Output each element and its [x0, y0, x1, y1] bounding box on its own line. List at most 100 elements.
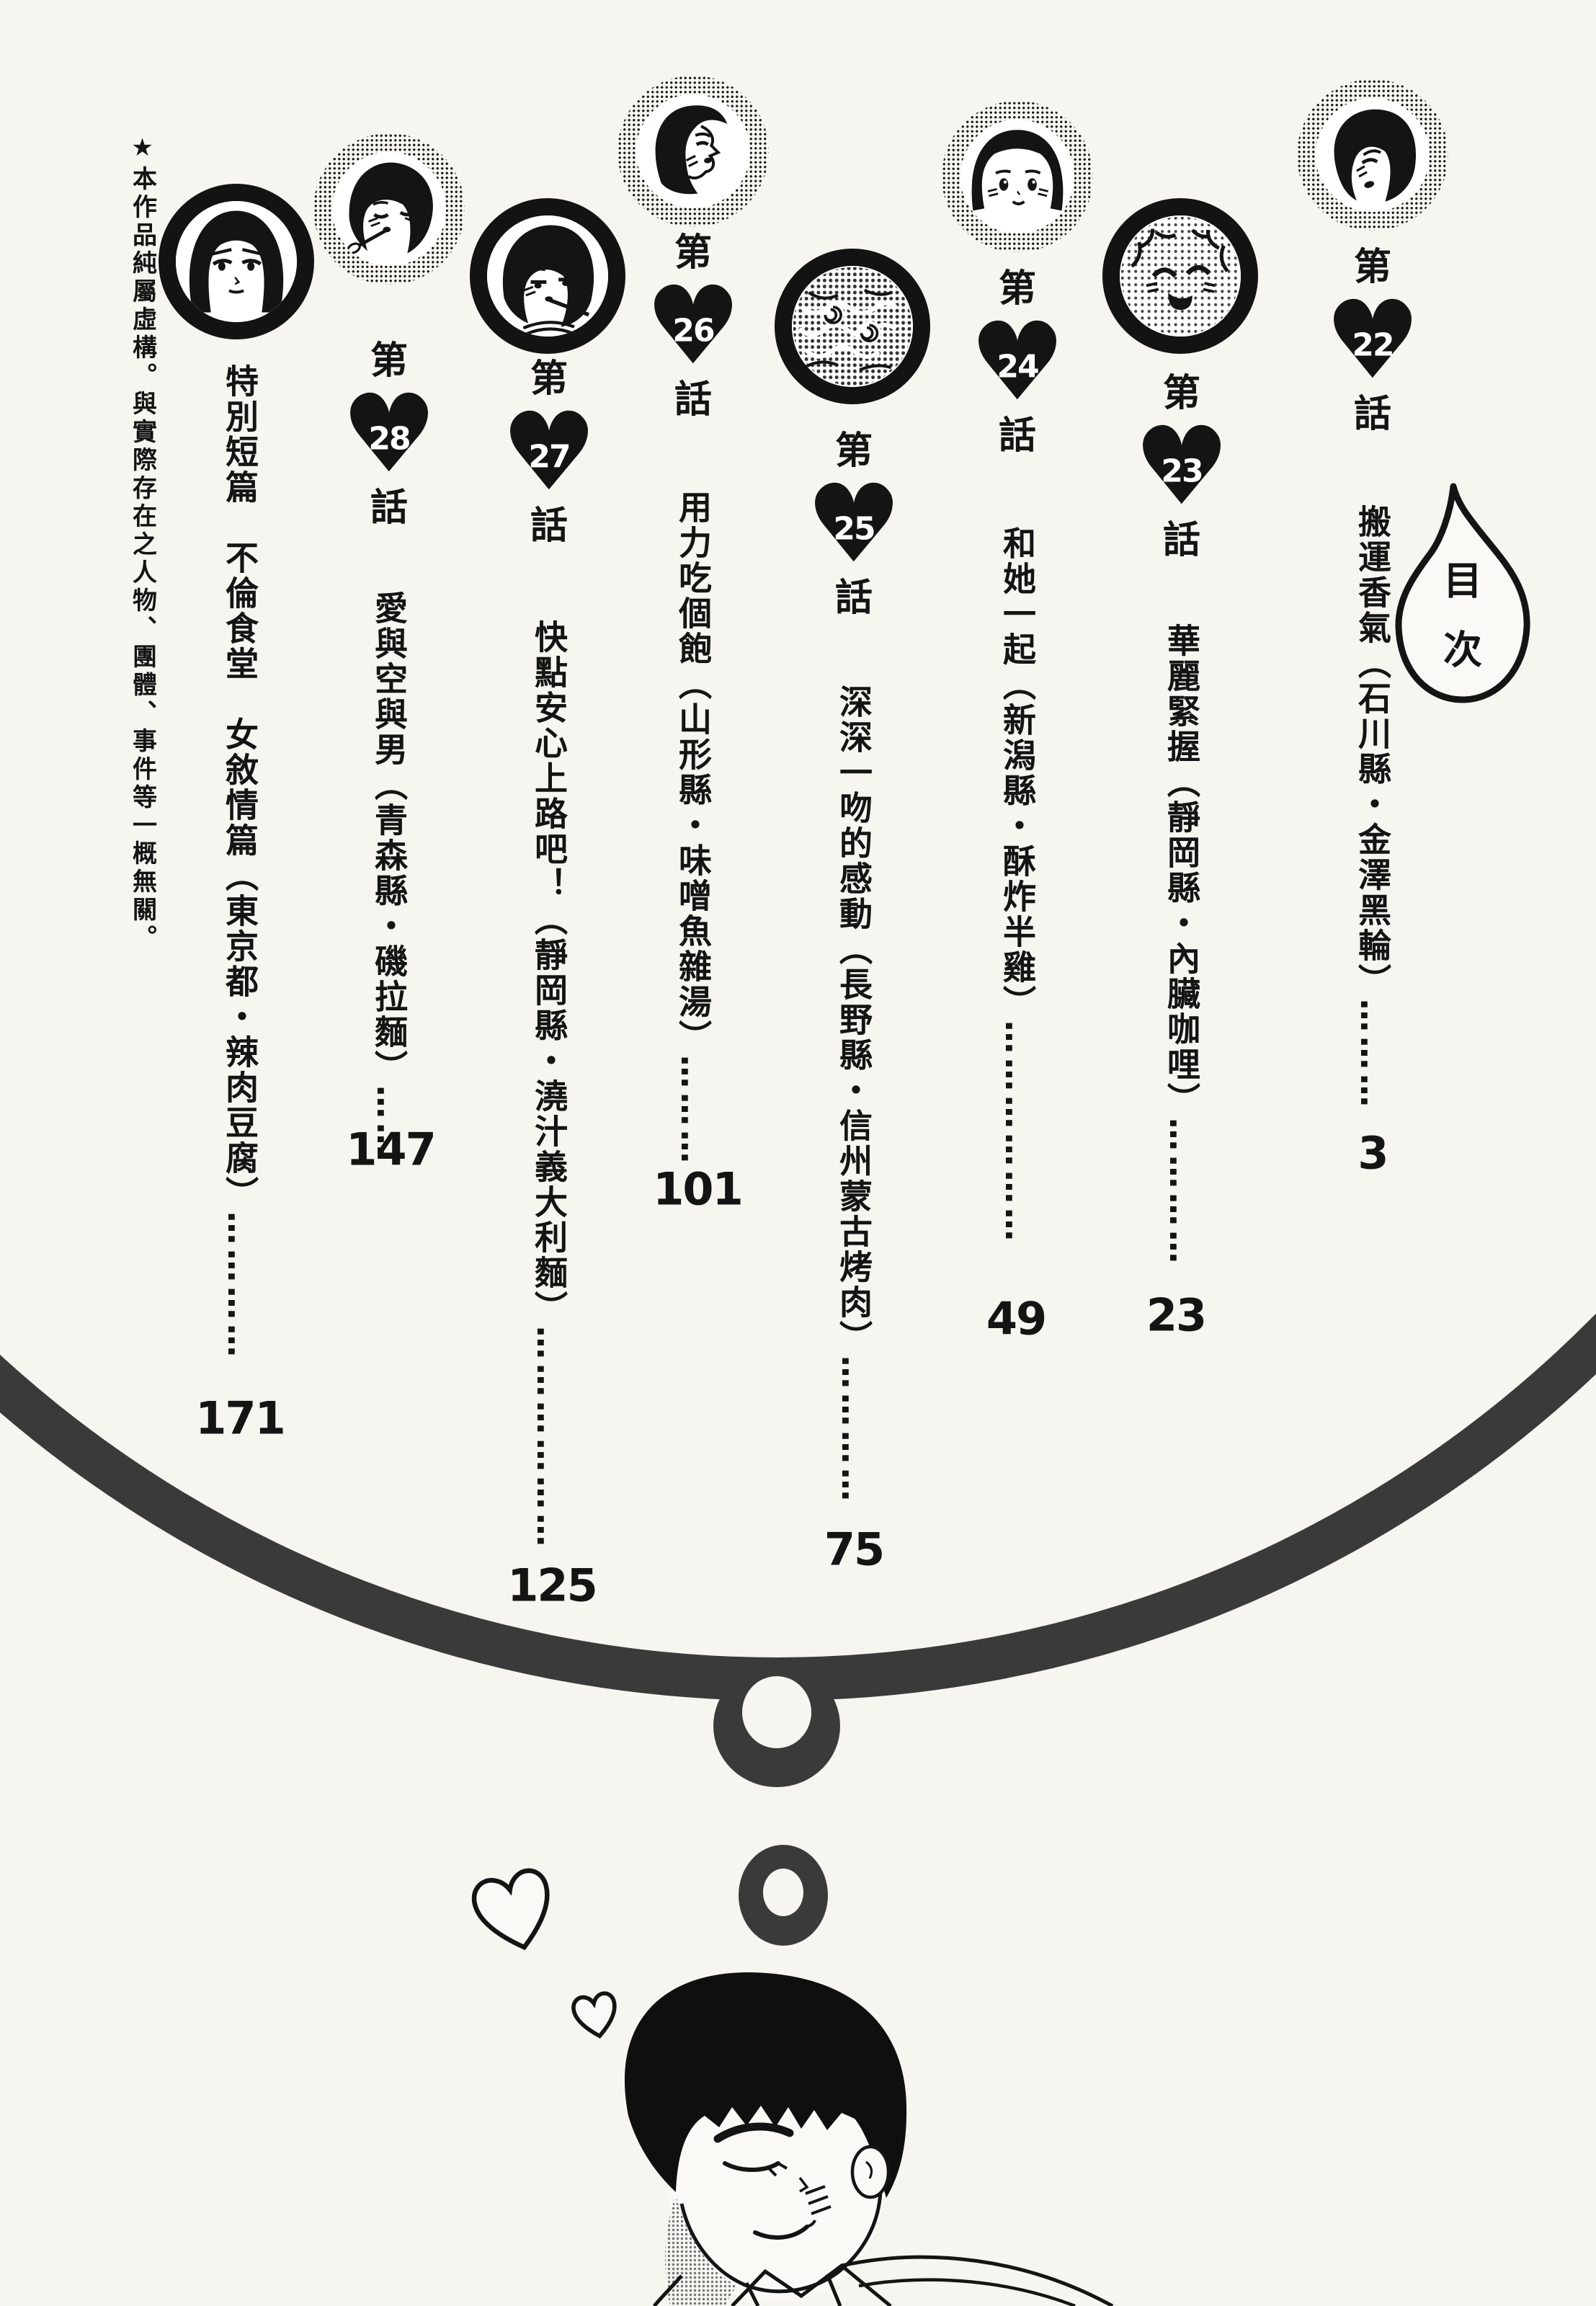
chapter-27-title: 快點安心上路吧！（靜岡縣・澆汁義大利麵）……………… [525, 620, 573, 1551]
heart-doodle-large-icon [471, 1868, 550, 1951]
chapter-22-heart-badge: ♥22 [1324, 287, 1421, 395]
chapter-number: 22 [1352, 326, 1394, 364]
chapter-28-portrait-icon [313, 133, 465, 285]
chapter-26-title: 用力吃個飽（山形縣・味噌魚雜湯）……… [669, 490, 717, 1167]
food-dish-swirl-icon [792, 266, 913, 387]
heart-icon: ♥ [340, 372, 438, 497]
chapter-number: 25 [833, 510, 875, 548]
leader-dots: …… [370, 1085, 409, 1160]
laughing-face-screentone-icon [1120, 215, 1241, 337]
chapter-25-heart-badge: ♥25 [806, 471, 902, 579]
chapter-25-label: 第 ♥25 話 [806, 429, 902, 620]
chapter-27-heart-badge: ♥27 [501, 399, 597, 507]
leader-dots: ………… [220, 1211, 259, 1361]
chapter-24-heart-badge: ♥24 [969, 308, 1066, 417]
title-text: 快點安心上路吧！（靜岡縣・澆汁義大利麵） [530, 620, 569, 1326]
chapter-number: 27 [528, 438, 571, 476]
chapter-suffix: 話 [1353, 393, 1391, 436]
chapter-25-title: 深深一吻的感動（長野縣・信州蒙古烤肉）………… [830, 685, 878, 1505]
heart-icon: ♥ [968, 300, 1066, 425]
chapter-number: 28 [368, 420, 411, 458]
girl-side-profile-icon [636, 94, 750, 208]
chapter-22-portrait-icon [1297, 79, 1448, 231]
chapter-prefix: 第 [834, 429, 873, 473]
chapter-26-portrait-icon [618, 76, 769, 227]
chapter-prefix: 第 [1162, 372, 1200, 415]
chapter-28-heart-badge: ♥28 [341, 380, 437, 489]
title-text: 搬運香氣（石川縣・金澤黑輪） [1353, 504, 1392, 999]
chapter-prefix: 第 [370, 339, 408, 383]
chapter-suffix: 話 [530, 504, 568, 548]
chapter-prefix: 第 [530, 357, 568, 401]
title-text: 愛與空與男（青森縣・磯拉麵） [370, 591, 409, 1085]
title-text: 和她一起（新潟縣・酥炸半雞） [998, 526, 1037, 1020]
drop-shape-icon [1395, 483, 1530, 703]
leader-dots: ……… [1353, 999, 1392, 1111]
chapter-27-portrait-icon [470, 198, 625, 354]
chapter-prefix: 第 [998, 267, 1036, 311]
page-number-ch27: 125 [507, 1559, 597, 1612]
special-short-story-title: 特別短篇 不倫食堂 女敘情篇（東京都・辣肉豆腐）………… [216, 364, 264, 1361]
chapter-suffix: 話 [1162, 519, 1200, 562]
chapter-28-title: 愛與空與男（青森縣・磯拉麵）…… [365, 591, 413, 1160]
chapter-suffix: 話 [370, 486, 408, 530]
chapter-23-portrait-icon [1102, 198, 1258, 354]
special-portrait-icon [159, 184, 314, 339]
page-number-ch23: 23 [1146, 1288, 1207, 1342]
leader-dots: ………… [1162, 1118, 1201, 1268]
bottom-illustration [471, 1665, 1114, 2306]
chapter-27-label: 第 ♥27 話 [501, 360, 597, 545]
leader-dots: ……………… [998, 1020, 1037, 1245]
chapter-25-portrait-icon [775, 249, 930, 404]
leader-dots: ……………… [530, 1326, 569, 1551]
toc-label: 目次 [1436, 560, 1482, 698]
page-number-special: 171 [195, 1392, 285, 1445]
toc-title-drop: 目次 [1387, 479, 1542, 710]
chapter-28-label: 第 ♥28 話 [341, 339, 437, 530]
chapter-26-heart-badge: ♥26 [645, 272, 741, 380]
page-number-ch26: 101 [653, 1162, 743, 1216]
smiling-man-illustration [624, 1972, 1114, 2306]
leader-dots: ……… [674, 1055, 713, 1167]
heart-icon: ♥ [500, 390, 598, 515]
chapter-prefix: 第 [674, 231, 712, 275]
girl-front-bangs-icon [960, 120, 1074, 233]
chapter-prefix: 第 [1353, 246, 1391, 289]
page-number-ch28: 147 [346, 1123, 436, 1176]
chapter-23-title: 華麗緊握（靜岡縣・內臟咖哩）………… [1158, 623, 1205, 1268]
girl-pocky-in-mouth-icon [487, 215, 608, 337]
title-text: 華麗緊握（靜岡縣・內臟咖哩） [1162, 623, 1201, 1118]
thought-bubble-ring-icon [739, 1845, 828, 1946]
chapter-suffix: 話 [674, 378, 712, 422]
page-number-ch22: 3 [1358, 1126, 1388, 1180]
chapter-22-label: 第 ♥22 話 [1324, 246, 1421, 436]
heart-icon: ♥ [1324, 278, 1422, 404]
thought-bubble-tail-icon [713, 1665, 840, 1787]
heart-doodle-small-icon [571, 1991, 617, 2039]
page-number-ch25: 75 [824, 1523, 885, 1576]
leader-dots: ………… [834, 1355, 873, 1505]
chapter-number: 24 [997, 348, 1039, 386]
girl-spoon-in-mouth-icon [332, 152, 446, 266]
chapter-number: 26 [672, 312, 715, 350]
chapter-number: 23 [1161, 453, 1203, 490]
heart-icon: ♥ [1133, 404, 1231, 530]
chapter-suffix: 話 [998, 414, 1036, 458]
chapter-23-label: 第 ♥23 話 [1133, 372, 1230, 562]
chapter-22-title: 搬運香氣（石川縣・金澤黑輪）……… [1349, 504, 1396, 1111]
chapter-24-portrait-icon [942, 101, 1093, 252]
title-text: 特別短篇 不倫食堂 女敘情篇（東京都・辣肉豆腐） [220, 364, 259, 1211]
woman-long-hair-icon [176, 201, 297, 322]
chapter-26-label: 第 ♥26 話 [645, 231, 741, 422]
chapter-suffix: 話 [834, 576, 873, 620]
chapter-24-label: 第 ♥24 話 [969, 267, 1066, 458]
disclaimer-text: ★本作品純屬虛構。與實際存在之人物、團體、事件等一概無關。 [128, 133, 157, 953]
page-number-ch24: 49 [986, 1292, 1047, 1345]
title-text: 用力吃個飽（山形縣・味噌魚雜湯） [674, 490, 713, 1055]
chapter-23-heart-badge: ♥23 [1133, 413, 1230, 521]
girl-three-quarter-profile-icon [1316, 98, 1430, 212]
heart-icon: ♥ [805, 462, 903, 587]
chapter-24-title: 和她一起（新潟縣・酥炸半雞）……………… [994, 526, 1041, 1245]
heart-icon: ♥ [644, 264, 742, 389]
